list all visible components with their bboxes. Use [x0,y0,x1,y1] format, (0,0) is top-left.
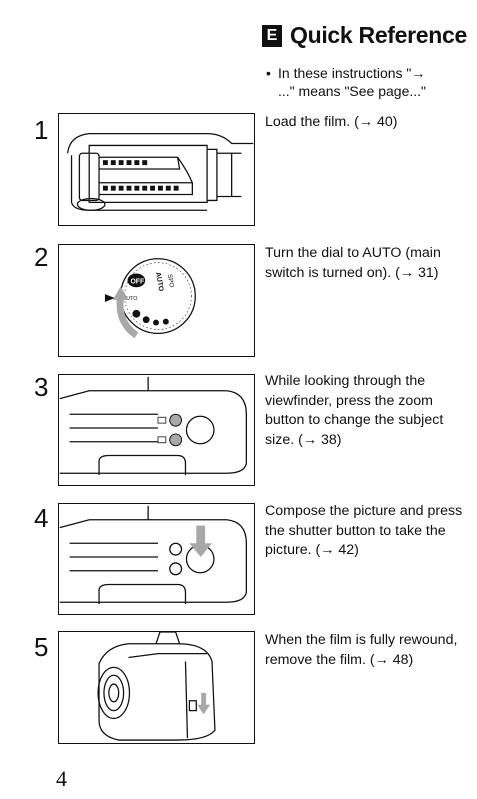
rotate-arrow-icon [116,295,139,339]
zoom-tele-icon [157,416,167,424]
dial-sport-label: SPO [166,274,175,289]
step-number-5: 5 [34,632,49,662]
step-1-illustration [58,113,255,226]
mode-dial-drawing: OFF AUTO SPO AUTO [104,258,196,339]
step-5-illustration [58,631,255,744]
page-title: Quick Reference [290,22,468,48]
section-badge: E [262,24,282,47]
step-5-text: When the film is fully rewound, remove t… [265,632,458,668]
camera-top-zoom-drawing [59,376,248,476]
page-number: 4 [56,766,67,791]
instructions-note: • In these instructions "→ ..." means "Se… [266,64,466,100]
press-arrow-icon [196,525,206,546]
press-arrow-head-icon [189,543,212,558]
step-4-illustration [58,503,255,615]
step-3-text: While looking through the viewfinder, pr… [265,373,444,448]
dial-off-label: OFF [130,278,144,285]
slide-arrow-head-icon [197,704,211,715]
step-number-3: 3 [34,372,49,402]
camera-film-loading-drawing [66,133,254,211]
bullet-icon: • [266,65,271,81]
dial-pointer-icon [104,294,115,302]
step-3-illustration [58,374,255,486]
step-2-text: Turn the dial to AUTO (main switch is tu… [265,245,441,281]
step-4-text: Compose the picture and press the shutte… [265,503,463,558]
section-header: E Quick Reference [262,22,467,49]
note-line-2: ..." means "See page..." [278,83,426,99]
step-number-1: 1 [34,115,49,145]
step-number-2: 2 [34,242,49,272]
step-2-illustration: OFF AUTO SPO AUTO [58,244,255,357]
step-number-4: 4 [34,503,49,533]
slide-arrow-icon [201,692,207,707]
note-line-1: In these instructions "→ [278,65,426,81]
camera-rewind-drawing [97,632,216,741]
step-1-text: Load the film. (→ 40) [265,114,398,130]
zoom-wide-icon [157,436,167,444]
camera-shutter-press-drawing [59,505,248,605]
rotate-arrow-head-icon [112,286,129,301]
dial-auto-left-label: AUTO [123,296,138,302]
dial-auto-top-label: AUTO [154,272,164,293]
